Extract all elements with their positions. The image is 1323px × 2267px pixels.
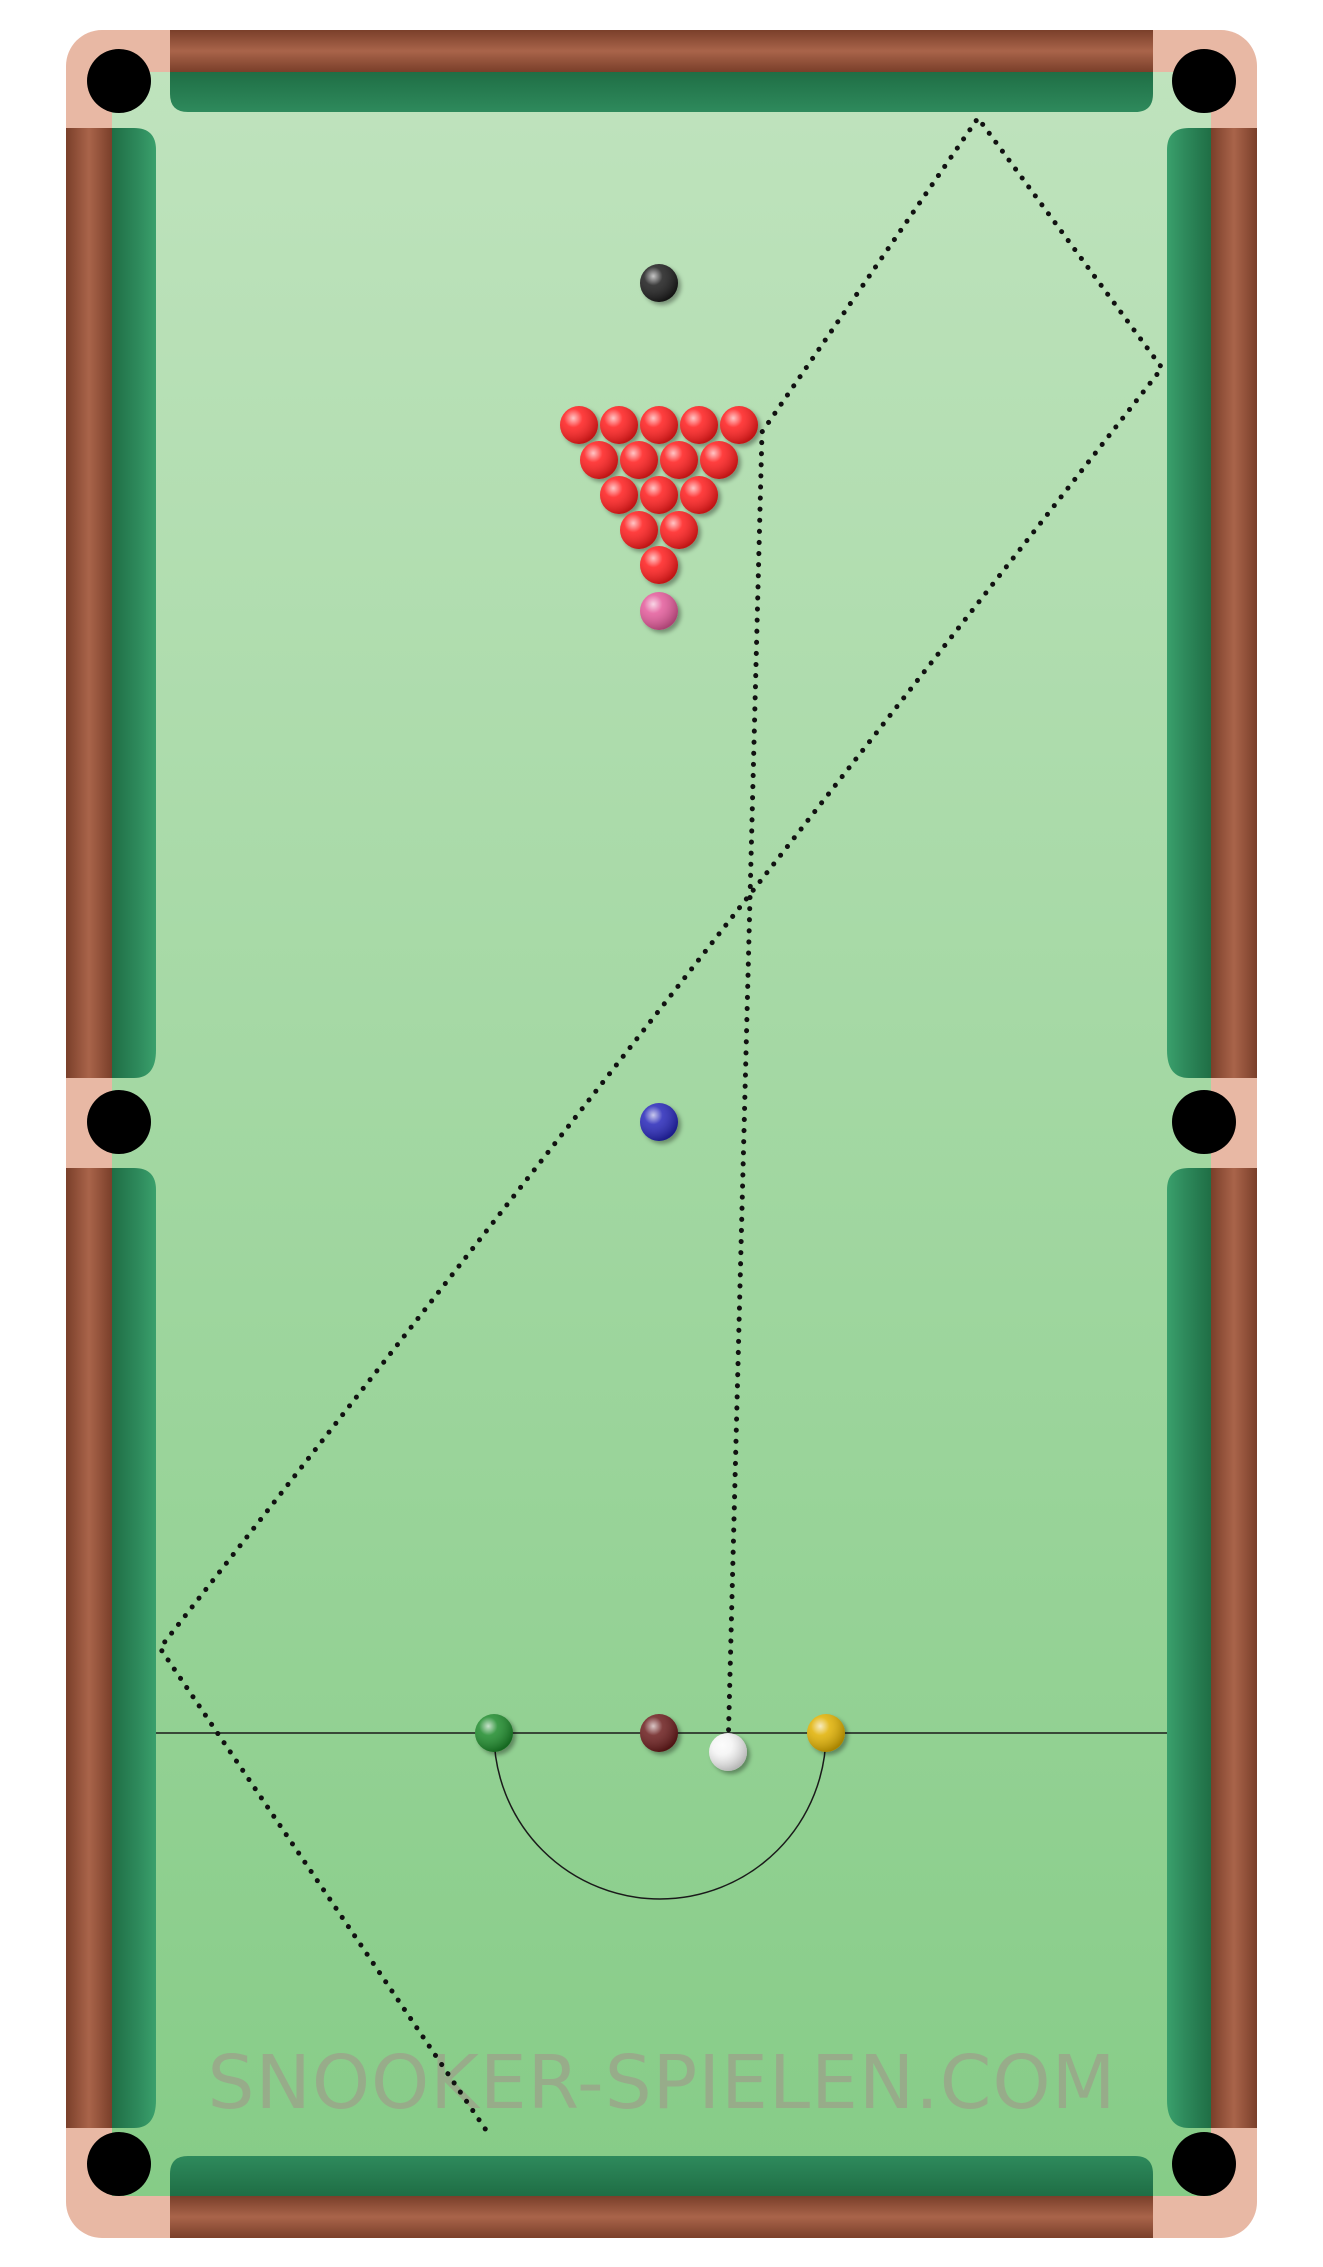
red-ball: [660, 441, 698, 479]
brown-ball: [640, 1714, 678, 1752]
red-ball: [640, 476, 678, 514]
cushion-right-lower: [1167, 1168, 1211, 2128]
rail-bottom: [170, 2196, 1153, 2238]
cushion-top: [170, 72, 1153, 112]
cushion-left-upper: [112, 128, 156, 1078]
red-ball: [580, 441, 618, 479]
red-ball: [600, 476, 638, 514]
cushion-right-upper: [1167, 128, 1211, 1078]
baulk-d: [493, 1732, 827, 1900]
pocket-middle-left: [87, 1090, 151, 1154]
red-ball: [700, 441, 738, 479]
green-ball: [475, 1714, 513, 1752]
red-ball: [680, 406, 718, 444]
rail-top: [170, 30, 1153, 72]
red-ball: [560, 406, 598, 444]
yellow-ball: [807, 1714, 845, 1752]
pocket-top-right: [1172, 49, 1236, 113]
pocket-bottom-right: [1172, 2132, 1236, 2196]
pocket-middle-right: [1172, 1090, 1236, 1154]
red-ball: [620, 511, 658, 549]
rail-right-upper: [1211, 128, 1257, 1078]
red-ball: [620, 441, 658, 479]
red-ball: [640, 546, 678, 584]
black-ball: [640, 264, 678, 302]
rail-left-upper: [66, 128, 112, 1078]
cue-ball: [709, 1733, 747, 1771]
balls-layer: [475, 264, 845, 1771]
rail-right-lower: [1211, 1168, 1257, 2128]
cushion-left-lower: [112, 1168, 156, 2128]
pocket-top-left: [87, 49, 151, 113]
red-ball: [720, 406, 758, 444]
cushion-bottom: [170, 2156, 1153, 2196]
pink-ball: [640, 592, 678, 630]
red-ball: [680, 476, 718, 514]
red-ball: [640, 406, 678, 444]
rail-left-lower: [66, 1168, 112, 2128]
watermark-text: SNOOKER-SPIELEN.COM: [207, 2040, 1116, 2126]
blue-ball: [640, 1103, 678, 1141]
red-ball: [660, 511, 698, 549]
red-ball: [600, 406, 638, 444]
cue-path-line-a: [156, 113, 1166, 2136]
pocket-bottom-left: [87, 2132, 151, 2196]
